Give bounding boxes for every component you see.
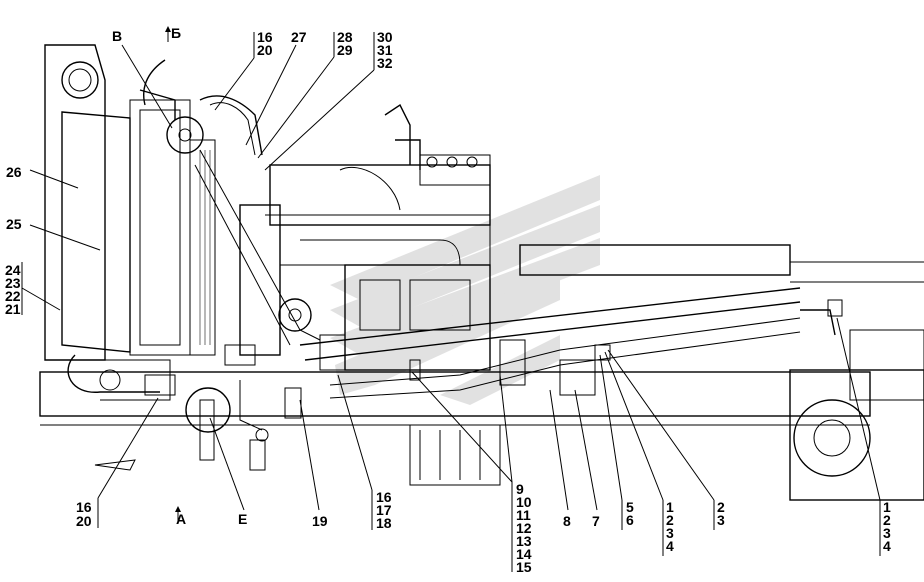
label-13: 13 (516, 533, 532, 549)
label-31: 31 (377, 42, 393, 58)
label-4c: 4 (883, 538, 891, 554)
label-view-b: Б (171, 25, 181, 41)
label-1c: 1 (883, 499, 891, 515)
label-12: 12 (516, 520, 532, 536)
label-10: 10 (516, 494, 532, 510)
rear-pipes (299, 287, 843, 399)
radiator-assembly (44, 44, 216, 401)
label-3a: 3 (666, 525, 674, 541)
label-2b: 2 (717, 499, 725, 515)
label-18: 18 (376, 515, 392, 531)
label-3c: 3 (883, 525, 891, 541)
label-19: 19 (312, 513, 328, 529)
label-23: 23 (5, 275, 21, 291)
label-16-mid: 16 (376, 489, 392, 505)
label-1a: 1 (666, 499, 674, 515)
label-2a: 2 (666, 512, 674, 528)
label-22: 22 (5, 288, 21, 304)
label-16-bottom: 16 (76, 499, 92, 515)
label-9: 9 (516, 481, 524, 497)
label-2c: 2 (883, 512, 891, 528)
label-4a: 4 (666, 538, 674, 554)
label-view-v: В (112, 28, 122, 44)
label-24: 24 (5, 262, 21, 278)
label-30: 30 (377, 29, 393, 45)
label-3b: 3 (717, 512, 725, 528)
label-27: 27 (291, 29, 307, 45)
label-16-top: 16 (257, 29, 273, 45)
label-20-bottom: 20 (76, 513, 92, 529)
label-6: 6 (626, 512, 634, 528)
watermark-logo (330, 175, 600, 405)
label-15: 15 (516, 559, 532, 575)
engine-block (224, 103, 491, 371)
label-29: 29 (337, 42, 353, 58)
label-7: 7 (592, 513, 600, 529)
label-17: 17 (376, 502, 392, 518)
label-8: 8 (563, 513, 571, 529)
label-26: 26 (6, 164, 22, 180)
label-view-e: Е (238, 511, 247, 527)
leader-lines (21, 26, 881, 572)
label-21: 21 (5, 301, 21, 317)
label-5: 5 (626, 499, 634, 515)
label-11: 11 (516, 507, 531, 523)
label-view-a: А (176, 511, 186, 527)
chassis-frame (39, 244, 924, 501)
label-28: 28 (337, 29, 353, 45)
label-14: 14 (516, 546, 532, 562)
label-20-top: 20 (257, 42, 273, 58)
label-32: 32 (377, 55, 393, 71)
callout-labels: В Б 16 20 27 28 29 30 31 32 26 25 24 23 … (5, 25, 891, 575)
label-25: 25 (6, 216, 22, 232)
